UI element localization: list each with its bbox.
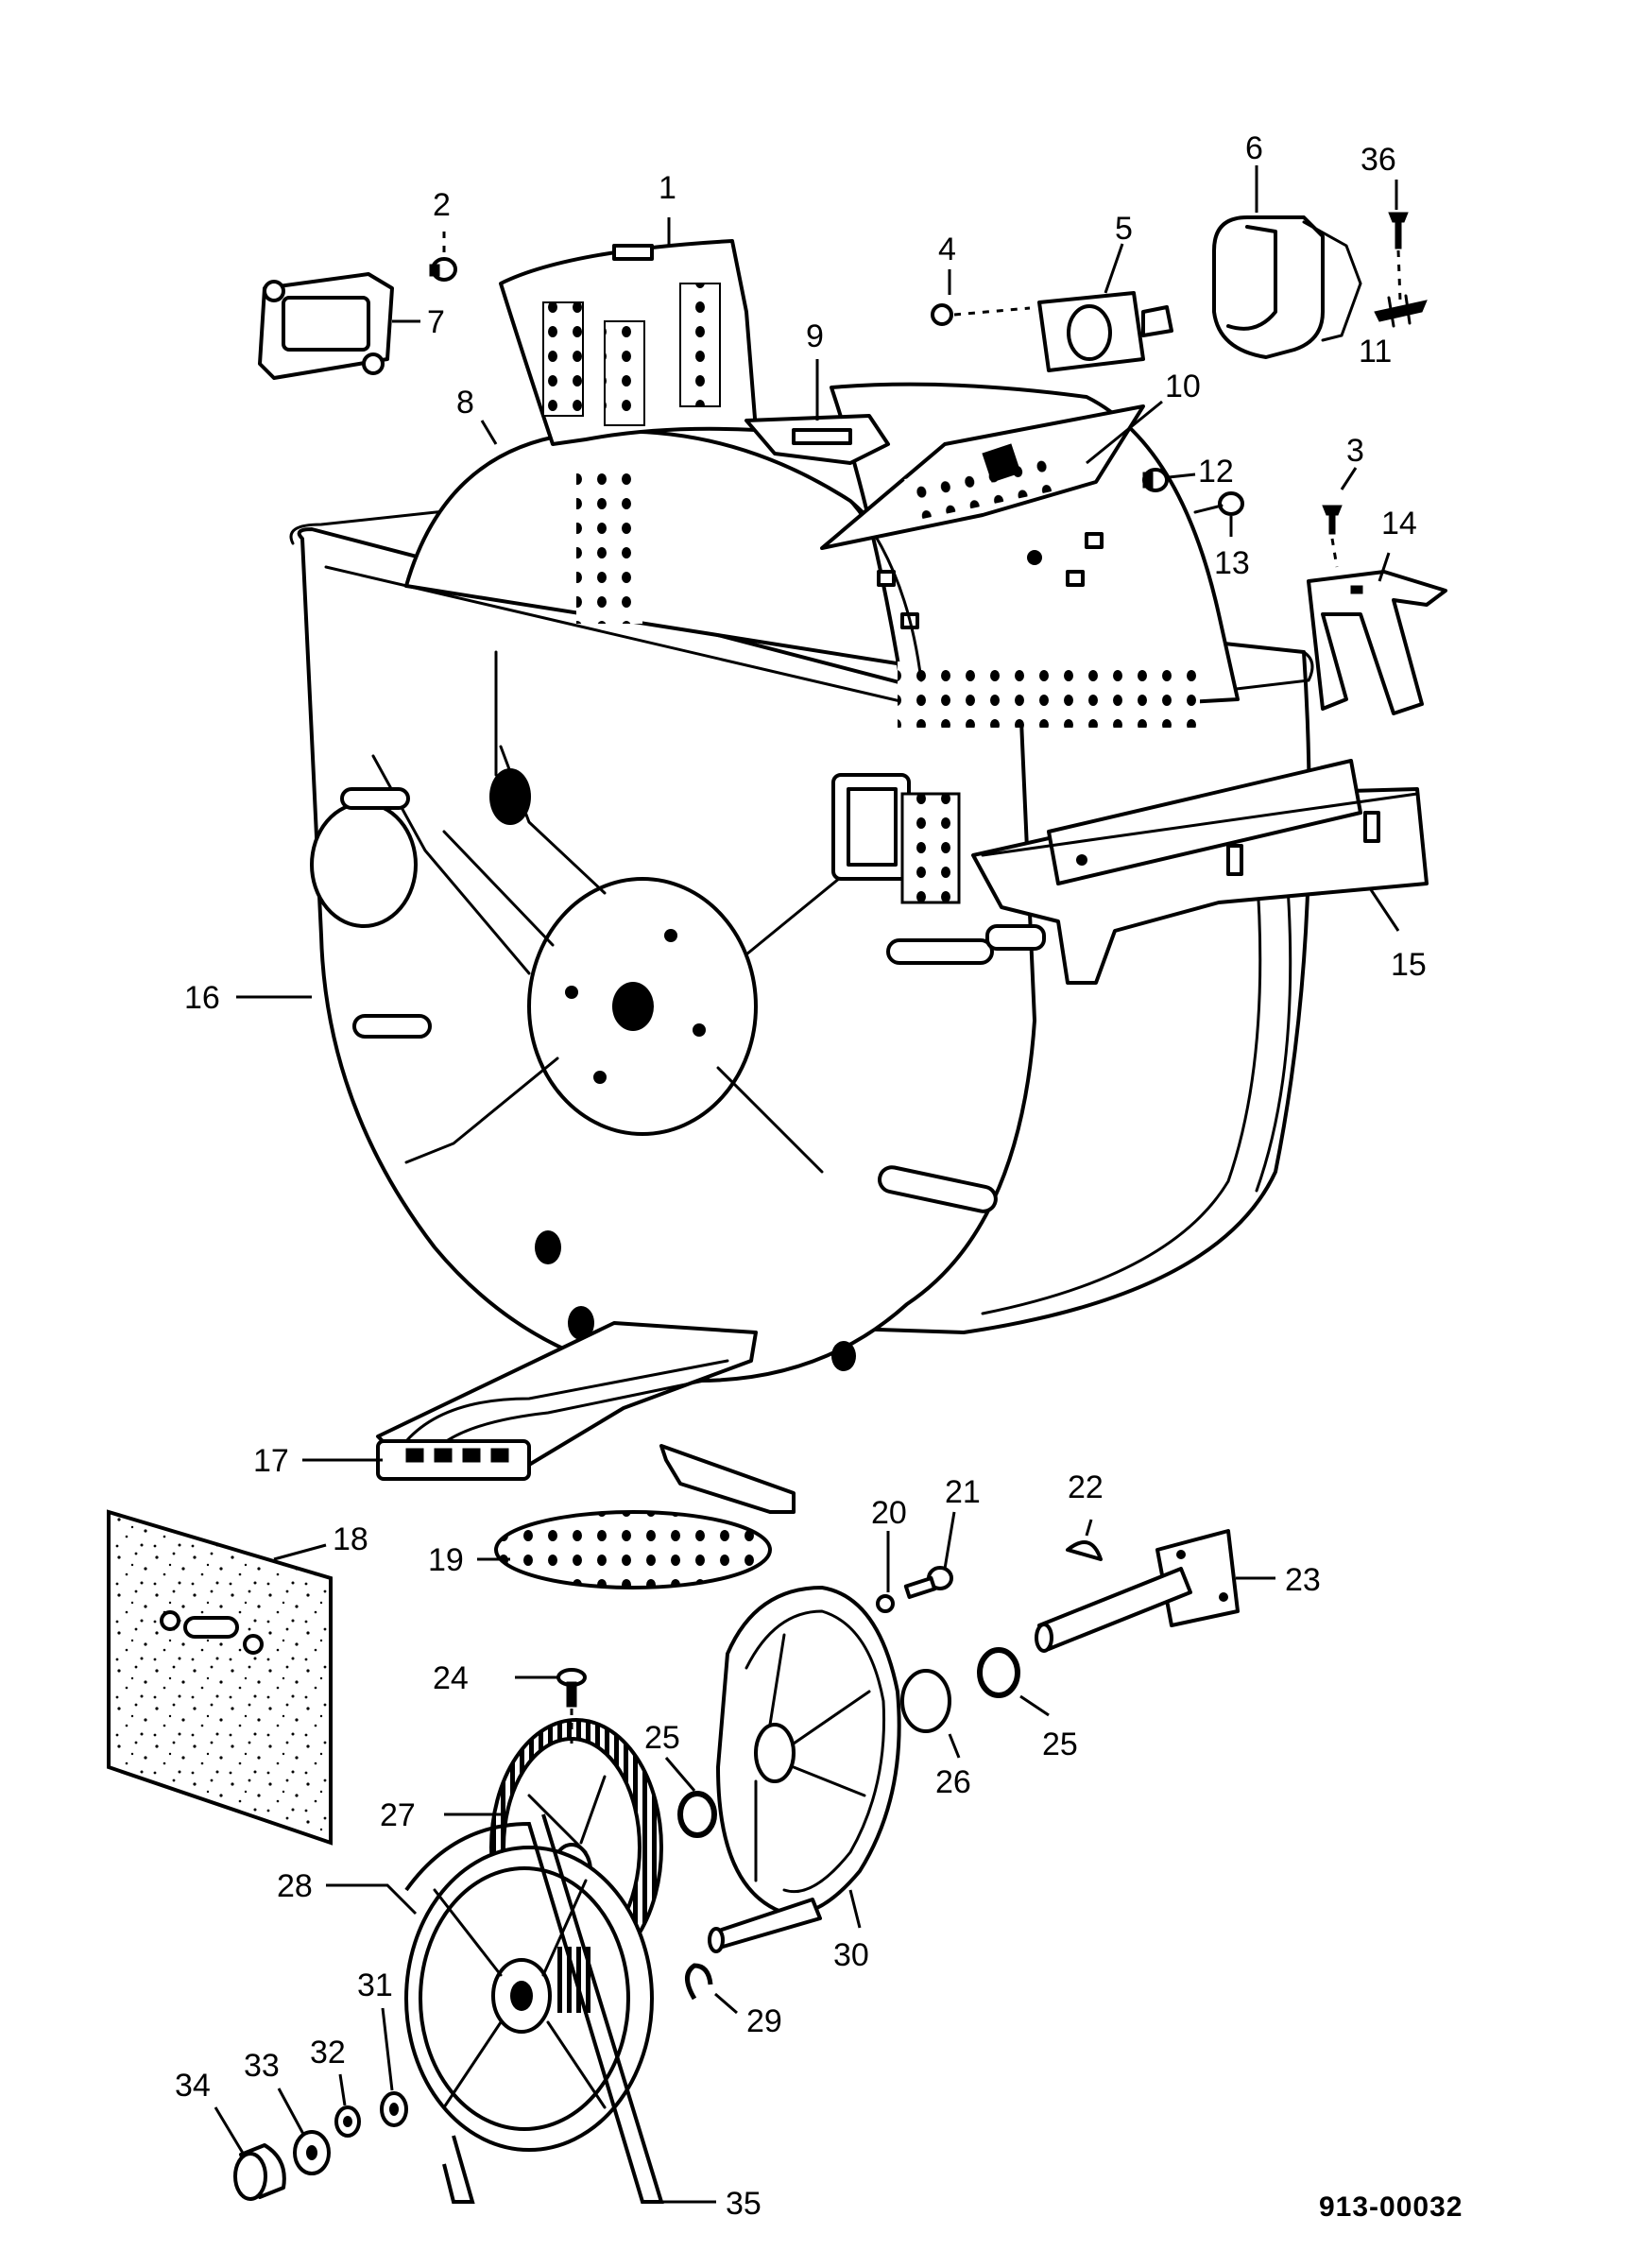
drive-belt	[404, 1813, 664, 2204]
washer-32	[334, 2105, 361, 2138]
drain-trough	[971, 759, 1429, 985]
callout-11: 11	[1359, 334, 1392, 369]
shaft-key	[1066, 1540, 1103, 1561]
switch-nut	[931, 303, 953, 326]
drum-baffle	[744, 414, 890, 465]
callout-28: 28	[277, 1868, 313, 1904]
seal-ring-25-right	[977, 1647, 1020, 1698]
lint-filter	[494, 1444, 796, 1589]
leader-lines	[214, 165, 1402, 2204]
callout-3: 3	[1346, 433, 1364, 469]
insulation-panel	[107, 1509, 333, 1846]
bolt-21	[903, 1566, 953, 1600]
washer-33	[293, 2130, 331, 2175]
heater-housing	[1212, 215, 1362, 359]
callout-10: 10	[1165, 369, 1201, 404]
callout-16: 16	[184, 980, 220, 1016]
callout-20: 20	[871, 1495, 907, 1531]
callout-14: 14	[1381, 506, 1417, 541]
drum-vane	[499, 239, 758, 446]
callout-22: 22	[1068, 1469, 1104, 1505]
drive-wheel	[404, 1846, 654, 2152]
callout-29: 29	[746, 2003, 782, 2039]
o-ring-26	[900, 1669, 951, 1733]
callout-31: 31	[357, 1967, 393, 2003]
callout-2: 2	[433, 187, 451, 223]
drum-paddle	[820, 404, 1145, 550]
washer-31	[380, 2091, 408, 2127]
outer-tub	[289, 508, 1314, 1383]
callout-15: 15	[1391, 947, 1427, 983]
top-screw	[1388, 212, 1409, 249]
mounting-bracket	[1307, 570, 1447, 715]
callout-34: 34	[175, 2068, 211, 2104]
bearing-housing	[708, 1586, 901, 1953]
callout-13: 13	[1214, 545, 1250, 581]
callout-9: 9	[806, 318, 824, 354]
bolt-24	[556, 1668, 587, 1708]
drawing-number: 913-00032	[1319, 2191, 1463, 2223]
spring-clip	[1374, 294, 1428, 328]
callout-4: 4	[938, 232, 956, 267]
callout-36: 36	[1361, 142, 1396, 178]
tub-screw-12	[1142, 468, 1169, 492]
seal-ring-25-left	[677, 1791, 717, 1838]
callout-35: 35	[726, 2186, 762, 2222]
bracket-screw-3	[1322, 505, 1343, 535]
callout-5: 5	[1115, 211, 1133, 247]
callout-25-left: 25	[644, 1720, 680, 1756]
callout-19: 19	[428, 1542, 464, 1578]
callout-17: 17	[253, 1443, 289, 1479]
drive-shaft	[1035, 1529, 1240, 1653]
callout-25-right: 25	[1042, 1727, 1078, 1762]
door-lock-assembly	[258, 272, 394, 380]
washer-20	[876, 1594, 895, 1613]
tub-bolt-13	[1193, 491, 1244, 516]
callout-27: 27	[380, 1797, 416, 1833]
callout-21: 21	[945, 1474, 981, 1510]
support-rail	[376, 1321, 758, 1481]
callout-33: 33	[244, 2048, 280, 2084]
callout-30: 30	[833, 1937, 869, 1973]
callout-7: 7	[427, 304, 445, 340]
hub-cap-34	[233, 2143, 286, 2201]
callout-23: 23	[1285, 1562, 1321, 1598]
tub-switch	[1037, 291, 1173, 372]
callout-24: 24	[433, 1660, 469, 1696]
callout-32: 32	[310, 2035, 346, 2070]
callout-labels: 1 2 3 4 5 6 7 8 9 10 11 12 13 14 15 16 1…	[175, 130, 1427, 2222]
callout-8: 8	[456, 385, 474, 421]
callout-26: 26	[935, 1764, 971, 1800]
callout-12: 12	[1198, 454, 1234, 490]
callout-6: 6	[1245, 130, 1263, 166]
door-hinge-screw	[429, 257, 457, 282]
circlip-29	[685, 1963, 713, 2001]
callout-18: 18	[333, 1521, 368, 1557]
callout-1: 1	[659, 170, 676, 206]
